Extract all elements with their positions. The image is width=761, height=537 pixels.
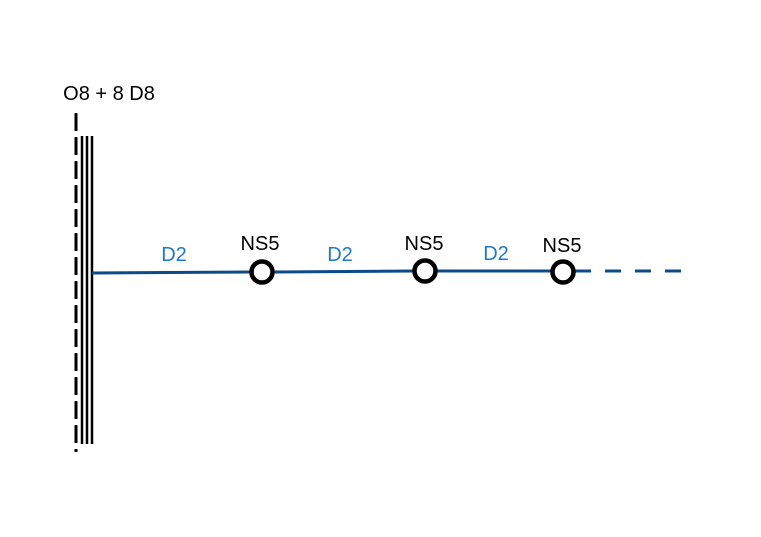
segment-label-2: D2 [327,244,353,266]
branch-segment-2 [273,269,414,274]
trunk-label: O8 + 8 D8 [63,83,155,105]
node-label-3: NS5 [543,235,582,257]
branch-segment-1 [91,270,251,275]
node-label-1: NS5 [241,233,280,255]
segment-label-3: D2 [483,243,509,265]
node-label-2: NS5 [405,233,444,255]
segment-label-1: D2 [161,244,187,266]
node-circle-3 [550,259,576,285]
node-circle-2 [412,258,438,284]
trunk [74,113,94,452]
branch [91,269,690,275]
node-circle-1 [249,259,275,285]
